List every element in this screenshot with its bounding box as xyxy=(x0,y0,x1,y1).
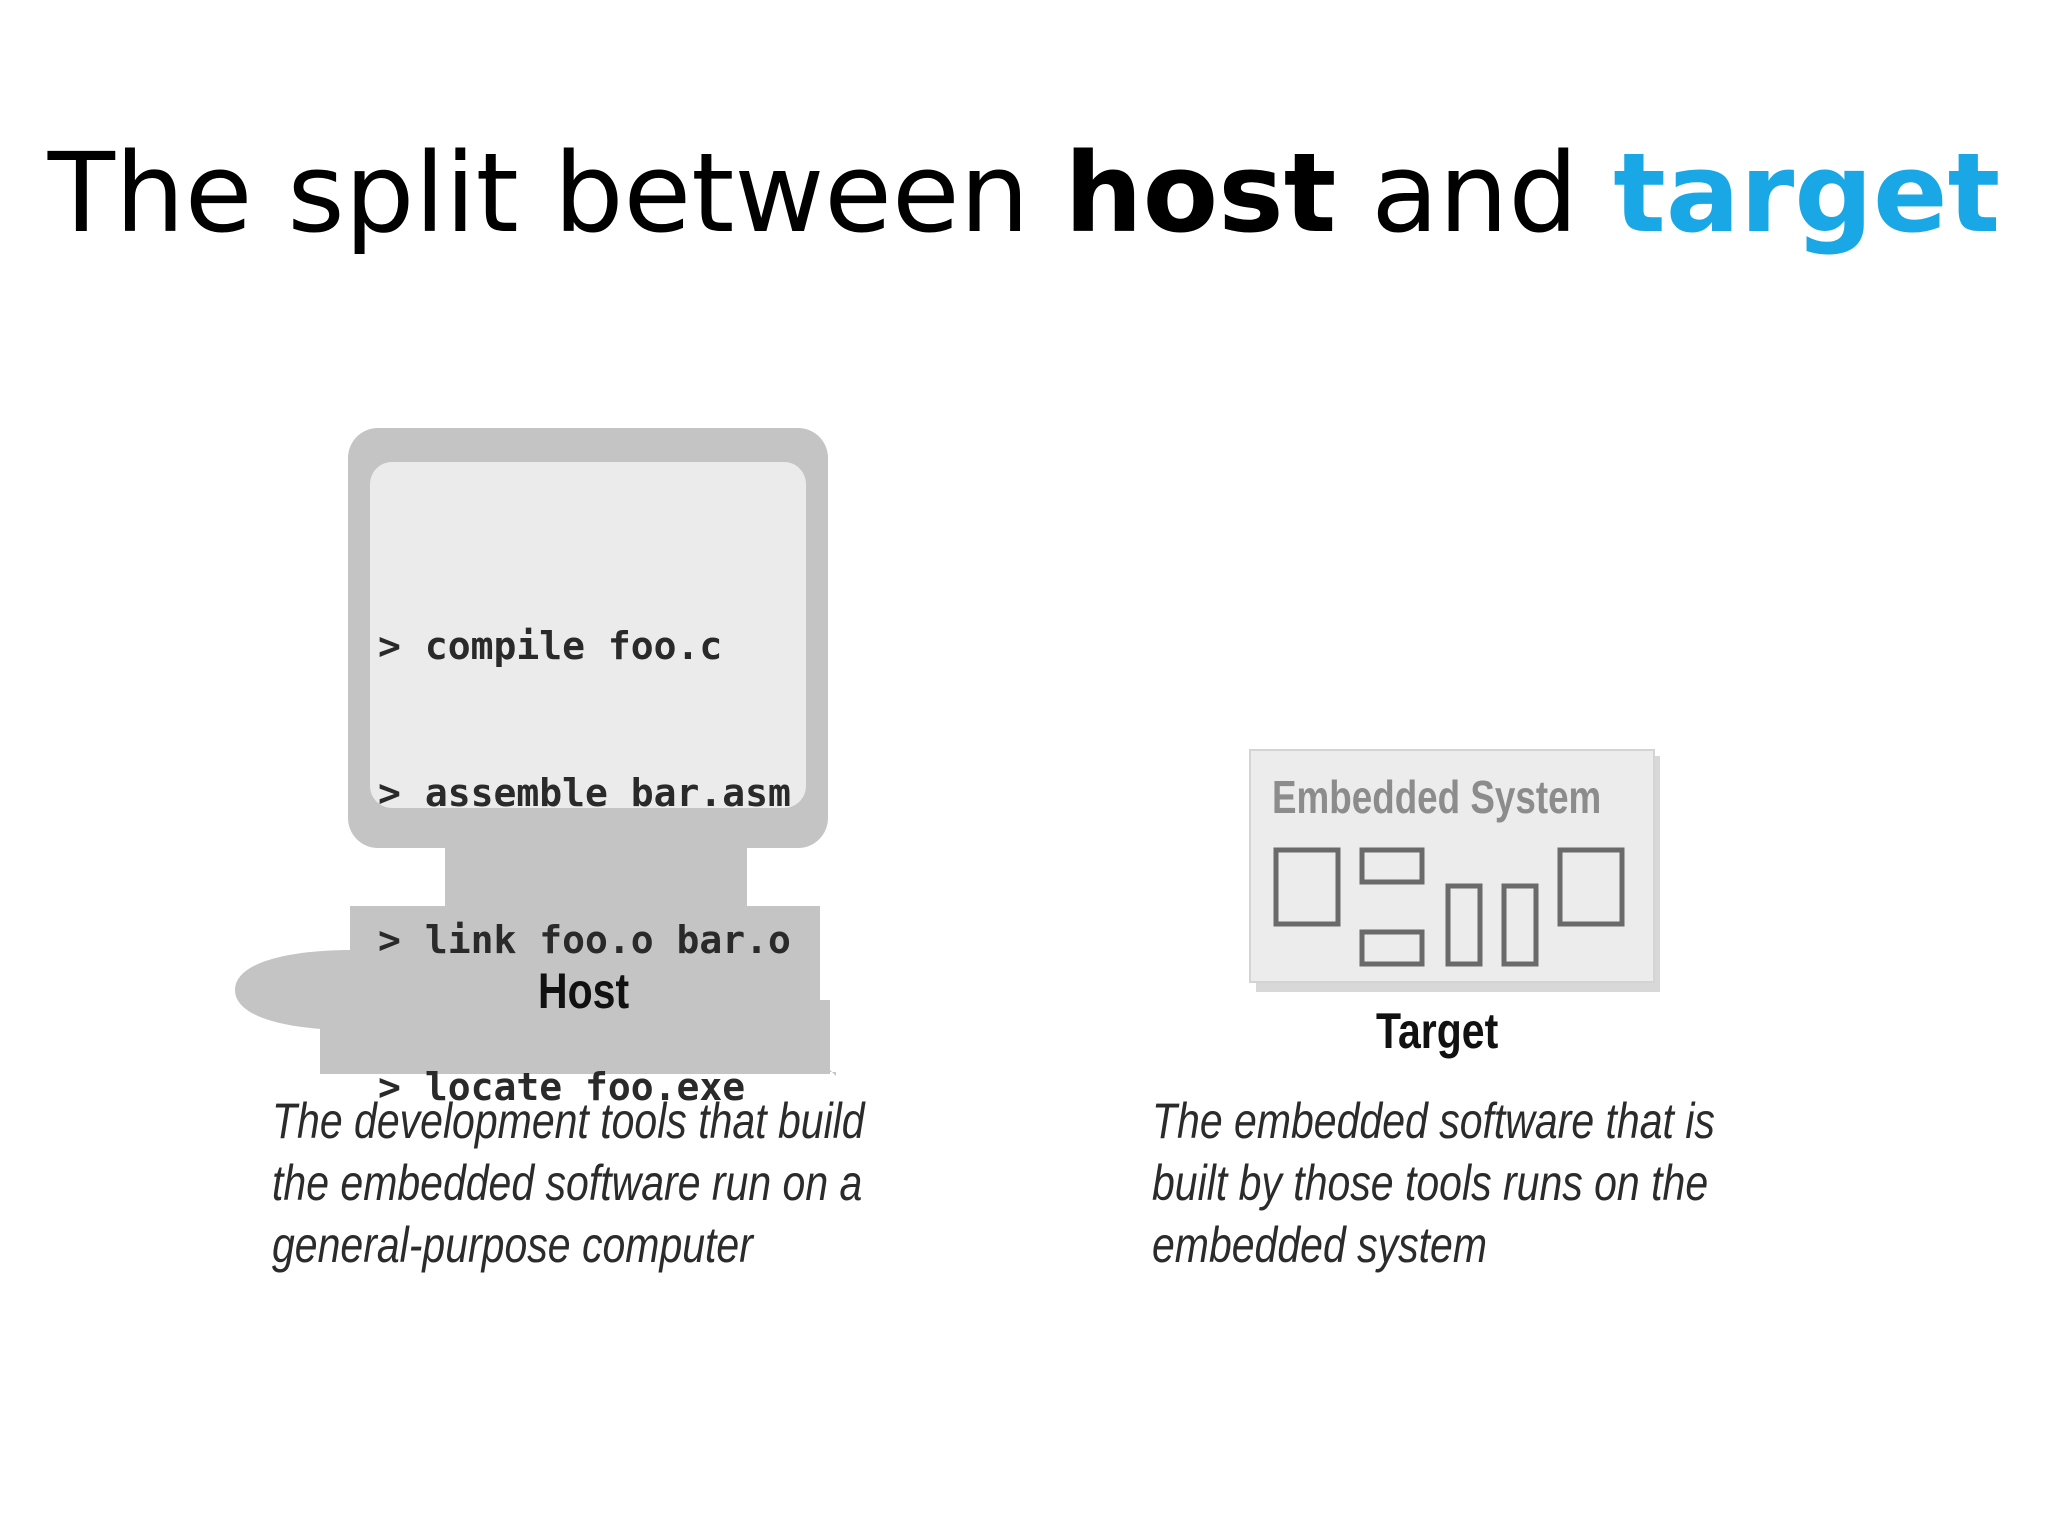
embedded-system-label: Embedded System xyxy=(1272,771,1602,823)
chip-tall-2 xyxy=(1501,883,1539,967)
chip-small-bottom xyxy=(1359,929,1425,967)
title-host-word: host xyxy=(1064,129,1337,257)
chip-left-square xyxy=(1273,847,1341,927)
target-label: Target xyxy=(1376,1003,1499,1059)
terminal-prompt: > xyxy=(378,624,401,668)
target-caption-line: built by those tools runs on the xyxy=(1152,1155,1709,1211)
terminal-prompt: > xyxy=(378,1065,401,1109)
terminal-line: > compile foo.c xyxy=(378,622,791,671)
host-caption-line: the embedded software run on a xyxy=(272,1155,863,1211)
host-monitor-screen xyxy=(370,462,806,808)
target-caption-line: embedded system xyxy=(1152,1217,1488,1273)
terminal-command: locate foo.exe xyxy=(424,1065,746,1109)
host-monitor-neck xyxy=(445,836,747,916)
chip-right-square xyxy=(1557,847,1625,927)
terminal-line: > link foo.o bar.o xyxy=(378,916,791,965)
host-label: Host xyxy=(538,963,630,1019)
host-caption-line: The development tools that build xyxy=(272,1093,865,1149)
host-caption-line: general-purpose computer xyxy=(272,1217,753,1273)
terminal-line: > assemble bar.asm xyxy=(378,769,791,818)
host-caption: The development tools that build the emb… xyxy=(272,1090,865,1276)
terminal-prompt: > xyxy=(378,771,401,815)
target-caption-line: The embedded software that is xyxy=(1152,1093,1715,1149)
chip-small-top xyxy=(1359,847,1425,885)
terminal-command: assemble bar.asm xyxy=(424,771,791,815)
terminal-command: link foo.o bar.o xyxy=(424,918,791,962)
terminal-line: > locate foo.exe xyxy=(378,1063,791,1112)
terminal-prompt: > xyxy=(378,918,401,962)
title-part-2: and xyxy=(1336,129,1614,257)
host-keyboard-body xyxy=(320,1000,830,1074)
board-body xyxy=(1249,749,1655,983)
host-terminal-text: > compile foo.c > assemble bar.asm > link f… xyxy=(378,524,791,1161)
title-target-word: target xyxy=(1613,129,2001,257)
host-computer-illustration xyxy=(235,428,836,1076)
title-part-1: The split between xyxy=(47,129,1065,257)
chip-tall-1 xyxy=(1445,883,1483,967)
target-board-illustration xyxy=(1249,749,1660,992)
terminal-command: compile foo.c xyxy=(424,624,723,668)
target-caption: The embedded software that is built by t… xyxy=(1152,1090,1715,1276)
slide-title: The split between host and target xyxy=(0,118,2048,268)
